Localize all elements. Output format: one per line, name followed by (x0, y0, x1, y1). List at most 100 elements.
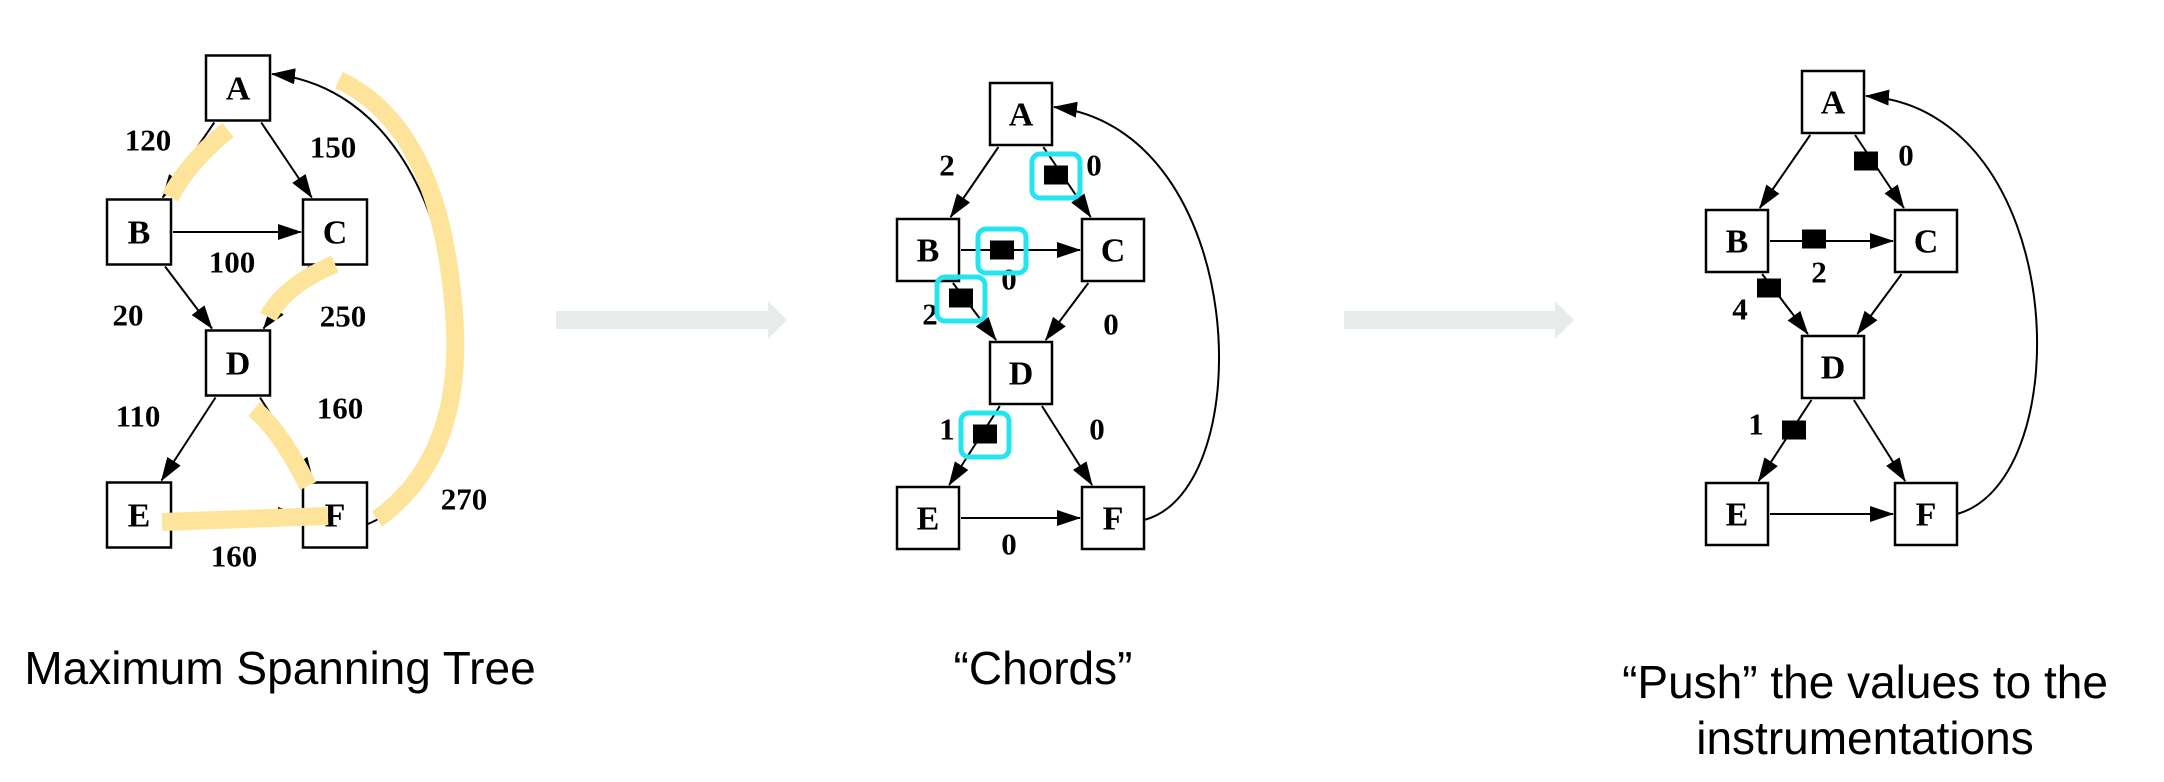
spanning-tree-highlight-3 (161, 507, 329, 531)
edge-chords-C-D (1044, 282, 1090, 341)
node-label: D (1009, 356, 1034, 393)
node-box (204, 329, 272, 397)
instrumentation-marker-chords-B-D (949, 288, 973, 308)
edge-chords-D-E (948, 405, 1001, 486)
node-box (1704, 208, 1770, 274)
node-box (1080, 485, 1146, 551)
node-chords-B: B (895, 217, 961, 283)
edge-label-chords-D-F: 0 (1089, 412, 1105, 447)
instrumentation-marker-push-B-D (1757, 278, 1781, 298)
node-box (105, 481, 173, 549)
node-label: E (917, 501, 940, 538)
node-box (1893, 481, 1959, 547)
edge-label-push-B-D: 4 (1732, 292, 1748, 327)
node-label: A (1009, 97, 1034, 134)
edge-push-A-C (1854, 134, 1905, 209)
caption-chords: “Chords” (953, 642, 1133, 694)
edge-push-D-E (1757, 399, 1813, 482)
edge-push-F-A (1865, 89, 2038, 515)
edge-label-chords-A-B: 2 (939, 148, 955, 183)
node-chords-E: E (895, 485, 961, 551)
spanning-tree-highlight-0 (162, 122, 234, 202)
node-chords-C: C (1080, 217, 1146, 283)
node-chords-A: A (988, 81, 1054, 147)
node-mst-D: D (204, 329, 272, 397)
caption-push-values: “Push” the values to the instrumentation… (1615, 654, 2115, 766)
node-mst-A: A (204, 54, 272, 122)
node-push-C: C (1893, 208, 1959, 274)
edge-label-chords-B-C: 0 (1001, 262, 1017, 297)
node-label: D (226, 346, 251, 383)
edge-label-mst-B-D: 20 (113, 298, 144, 333)
node-push-B: B (1704, 208, 1770, 274)
spanning-tree-highlight-1 (260, 255, 339, 322)
node-label: B (917, 233, 940, 270)
edge-label-chords-A-C: 0 (1086, 148, 1102, 183)
instrumentation-marker-chords-D-E (973, 424, 997, 444)
caption-maximum-spanning-tree: Maximum Spanning Tree (24, 642, 536, 694)
node-push-D: D (1800, 334, 1866, 400)
node-box (988, 340, 1054, 406)
instrumentation-marker-chords-A-C (1044, 165, 1068, 185)
edge-label-chords-D-E: 1 (939, 412, 955, 447)
edge-label-mst-A-C: 150 (310, 130, 357, 165)
instrumentation-marker-push-D-E (1782, 420, 1806, 440)
edge-label-mst-E-F: 160 (211, 539, 258, 574)
instrumentation-marker-push-B-C (1802, 229, 1826, 249)
transition-arrow-2 (1344, 301, 1574, 339)
node-label: A (226, 71, 251, 108)
node-label: B (128, 215, 151, 252)
node-label: C (1914, 224, 1939, 261)
instrumentation-marker-chords-B-C (990, 240, 1014, 260)
edge-chords-F-A (1053, 101, 1220, 521)
edge-label-mst-A-B: 120 (125, 123, 172, 158)
edge-label-push-D-E: 1 (1748, 407, 1764, 442)
edge-label-mst-C-D: 250 (320, 299, 367, 334)
edge-push-C-D (1856, 273, 1903, 335)
node-box (105, 198, 173, 266)
edge-label-mst-B-C: 100 (209, 245, 256, 280)
node-mst-C: C (301, 198, 369, 266)
edge-label-mst-D-F: 160 (317, 391, 364, 426)
node-label: B (1726, 224, 1749, 261)
edge-label-chords-E-F: 0 (1001, 527, 1017, 562)
node-push-A: A (1800, 69, 1866, 135)
node-mst-B: B (105, 198, 173, 266)
instrumentation-marker-push-A-C (1854, 151, 1878, 171)
transition-arrow-1 (556, 301, 787, 339)
node-box (1800, 69, 1866, 135)
node-box (1704, 481, 1770, 547)
edge-mst-D-E (160, 396, 217, 482)
edge-chords-A-B (949, 146, 1000, 218)
node-label: E (1726, 497, 1749, 534)
node-push-E: E (1704, 481, 1770, 547)
edge-label-chords-B-D: 2 (922, 297, 938, 332)
node-box (204, 54, 272, 122)
node-box (988, 81, 1054, 147)
edge-push-D-F (1853, 399, 1906, 482)
caption-push-line-1: “Push” the values to the (1622, 656, 2108, 708)
node-label: F (1103, 501, 1124, 538)
node-label: D (1821, 350, 1846, 387)
spanning-tree-highlight-4 (335, 71, 465, 527)
node-label: F (1916, 497, 1937, 534)
node-label: C (1101, 233, 1126, 270)
node-chords-D: D (988, 340, 1054, 406)
edge-label-chords-C-D: 0 (1103, 307, 1119, 342)
edge-label-mst-D-E: 110 (116, 399, 161, 434)
node-chords-F: F (1080, 485, 1146, 551)
edge-label-mst-F-A: 270 (441, 482, 488, 517)
chord-highlight-box-A-C (1029, 151, 1083, 201)
caption-push-line-2: instrumentations (1696, 712, 2034, 764)
node-label: C (323, 215, 348, 252)
node-mst-E: E (105, 481, 173, 549)
chord-highlight-box-B-C (975, 226, 1029, 276)
chord-highlight-box-D-E (958, 410, 1012, 460)
edge-push-A-B (1758, 134, 1812, 209)
node-box (1800, 334, 1866, 400)
edge-mst-A-C (260, 121, 313, 199)
edge-chords-D-F (1041, 405, 1093, 486)
node-label: E (128, 498, 151, 535)
node-box (1080, 217, 1146, 283)
